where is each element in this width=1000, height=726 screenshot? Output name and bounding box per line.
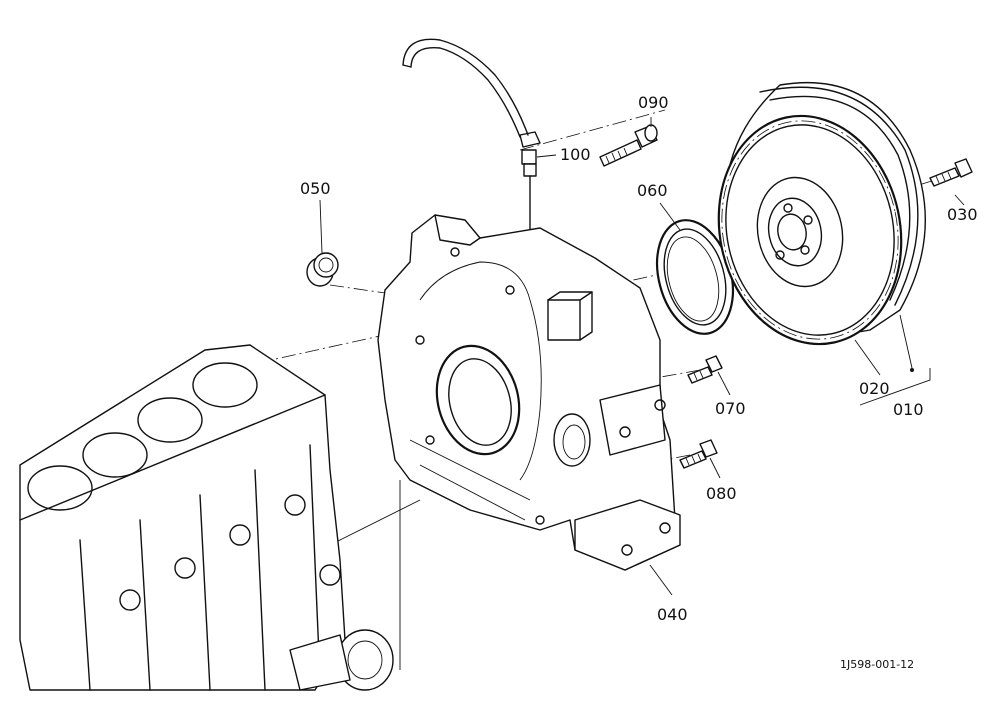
label-050: 050: [300, 179, 331, 198]
label-030: 030: [947, 205, 978, 224]
flywheel-housing-040: [377, 214, 681, 571]
part-labels: 090 100 050 060 030 020 010 070 080 040: [300, 93, 978, 624]
label-040: 040: [657, 605, 688, 624]
breather-hose: [402, 38, 529, 138]
bolt-030: [929, 158, 973, 187]
engine-block: [19, 344, 394, 691]
label-100: 100: [560, 145, 591, 164]
bolt-090: [599, 124, 658, 167]
label-060: 060: [637, 181, 668, 200]
bolt-080: [679, 439, 718, 469]
label-090: 090: [638, 93, 669, 112]
plug-050: [306, 252, 339, 287]
label-080: 080: [706, 484, 737, 503]
label-070: 070: [715, 399, 746, 418]
fitting-100: [519, 131, 541, 231]
label-020: 020: [859, 379, 890, 398]
label-010: 010: [893, 400, 924, 419]
leader-lines: [319, 117, 965, 596]
bolt-070: [687, 355, 723, 384]
flywheel-020: [717, 81, 927, 346]
drawing-reference: 1J598-001-12: [840, 658, 914, 671]
